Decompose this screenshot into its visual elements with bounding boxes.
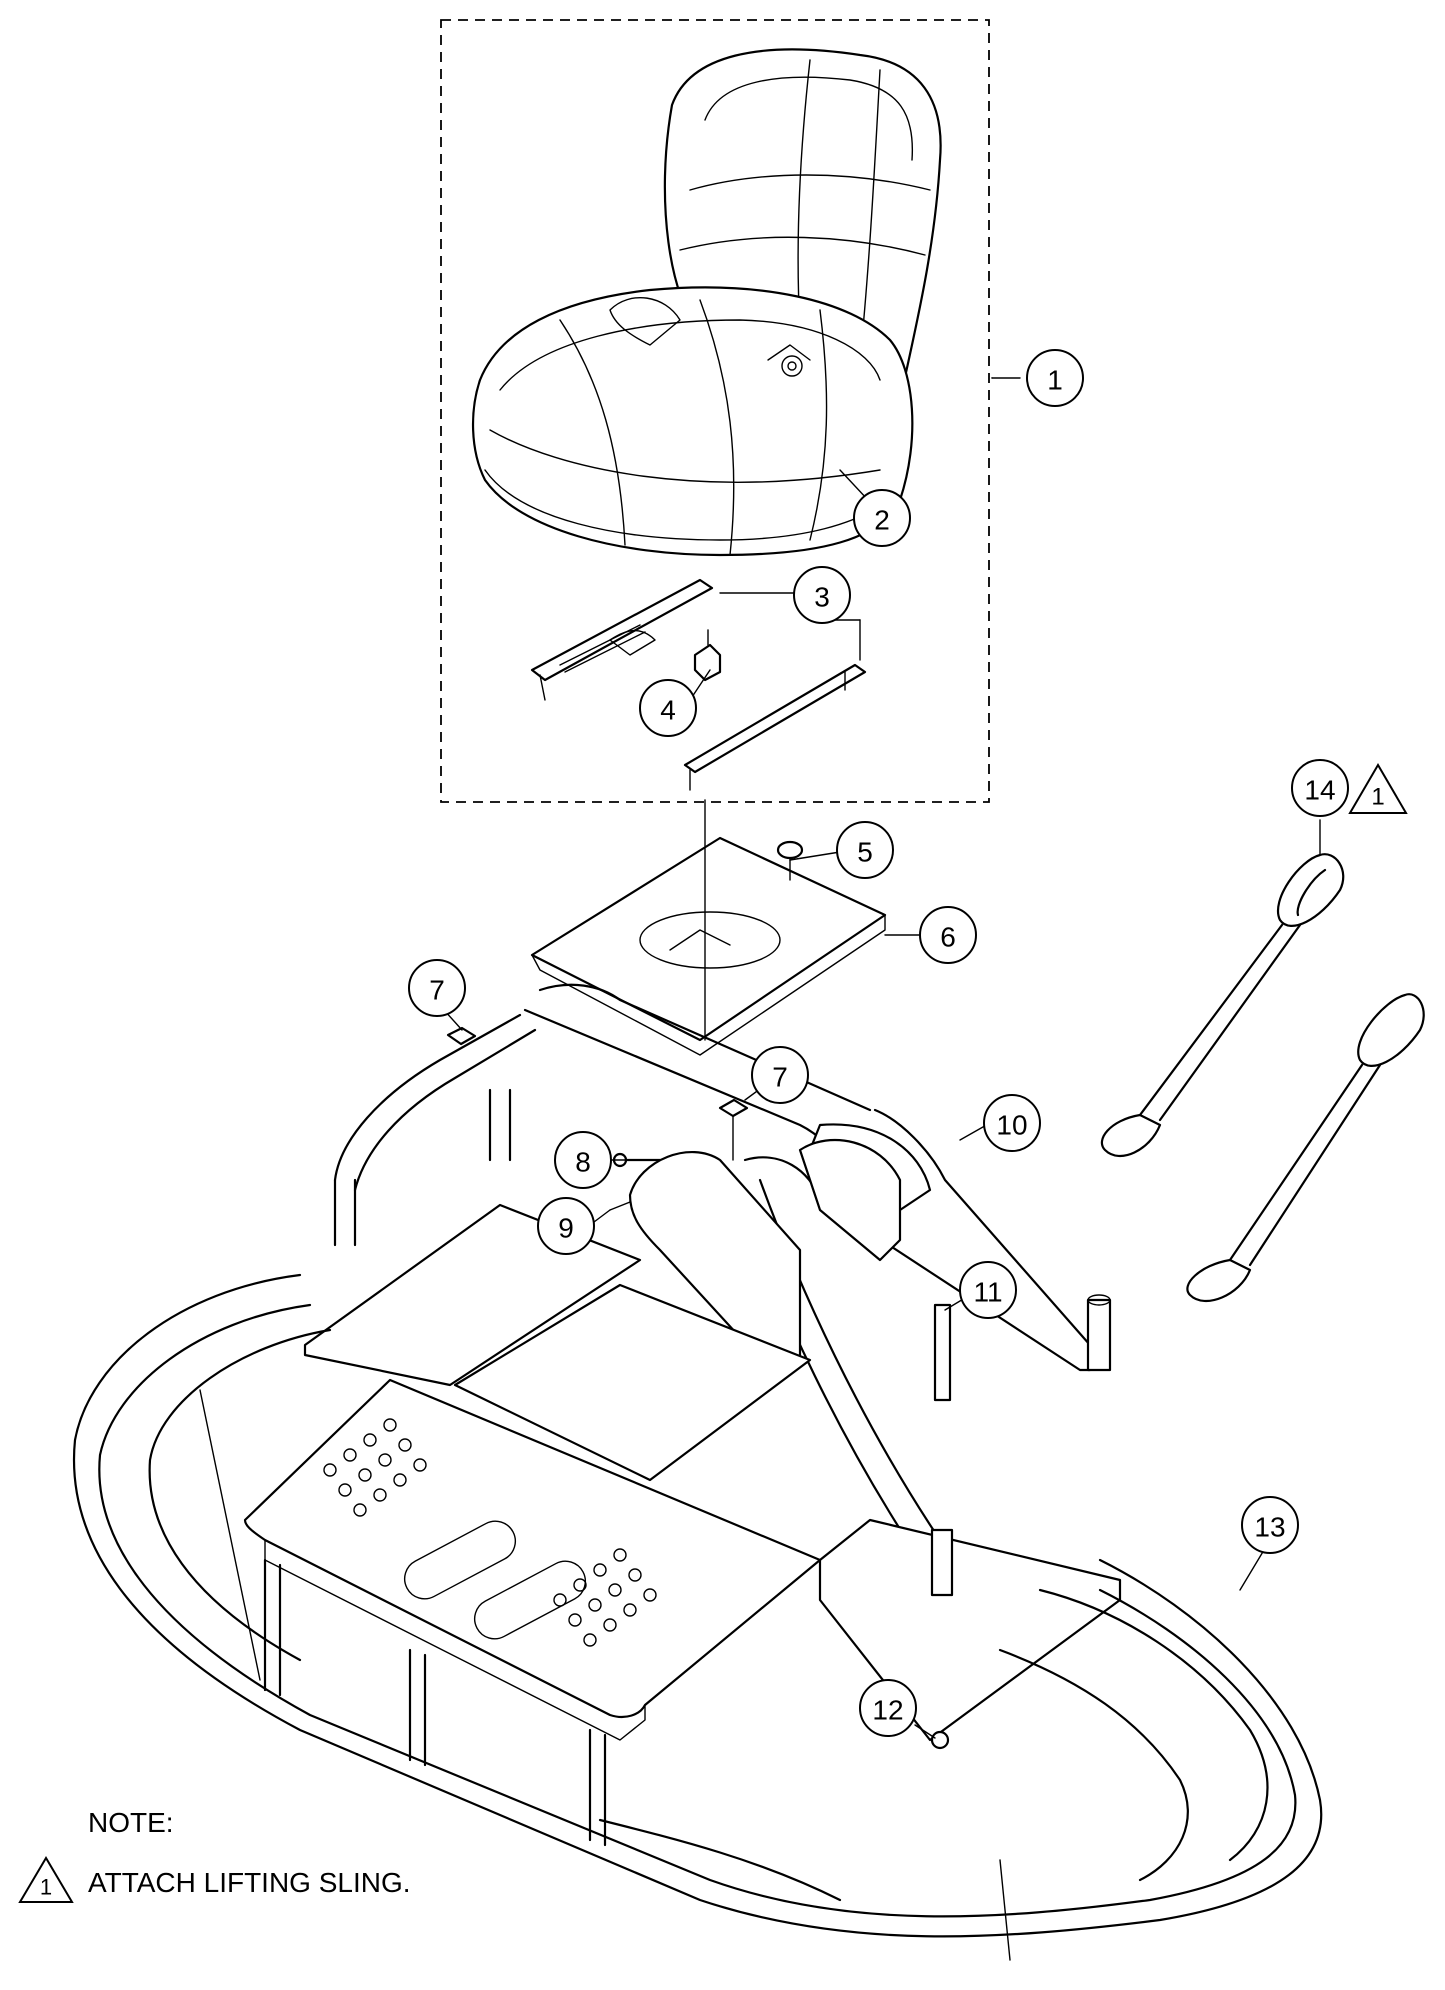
svg-text:3: 3 [814, 582, 830, 613]
seat-mount-plate [530, 799, 887, 1056]
svg-text:8: 8 [575, 1147, 591, 1178]
knob [776, 840, 804, 881]
svg-text:5: 5 [857, 837, 873, 868]
guard-ring [72, 1273, 1323, 1961]
callout-2: 2 [853, 489, 911, 547]
seat [471, 48, 942, 557]
callout-8: 8 [554, 1131, 612, 1189]
svg-text:7: 7 [772, 1062, 788, 1093]
note-text: ATTACH LIFTING SLING. [88, 1867, 411, 1898]
support-post [930, 1303, 954, 1597]
svg-text:12: 12 [872, 1695, 903, 1726]
svg-text:9: 9 [558, 1213, 574, 1244]
callout-7-left: 7 [408, 959, 466, 1017]
lifting-sling-2 [1186, 993, 1425, 1303]
svg-text:10: 10 [996, 1110, 1027, 1141]
seat-assembly-group [440, 19, 990, 803]
callout-9: 9 [537, 1197, 595, 1255]
nut [930, 1730, 950, 1750]
svg-text:2: 2 [874, 505, 890, 536]
svg-text:7: 7 [429, 975, 445, 1006]
note-symbol-triangle [18, 1856, 74, 1903]
callout-4: 4 [639, 679, 697, 737]
seat-rails [530, 578, 867, 791]
svg-text:13: 13 [1254, 1512, 1285, 1543]
clip-right [718, 1098, 749, 1161]
callout-12: 12 [859, 1679, 917, 1737]
callout-7-right: 7 [751, 1046, 809, 1104]
callout-1: 1 [1026, 349, 1084, 407]
clip-left [446, 1026, 477, 1046]
svg-text:4: 4 [660, 695, 676, 726]
svg-text:11: 11 [973, 1277, 1002, 1308]
lifting-sling-1 [1100, 853, 1345, 1158]
seat-latch [693, 629, 722, 682]
callout-14-flag: 1 [1348, 763, 1408, 814]
deck-legs [263, 1558, 607, 1847]
callout-13: 13 [1241, 1496, 1299, 1554]
note-heading: NOTE: [88, 1807, 174, 1838]
svg-text:1: 1 [1371, 784, 1384, 811]
callout-6: 6 [919, 906, 977, 964]
callout-3: 3 [793, 566, 851, 624]
callout-10: 10 [983, 1094, 1041, 1152]
note-symbol-number: 1 [40, 1875, 52, 1900]
foot-deck [243, 1378, 822, 1741]
svg-text:14: 14 [1304, 775, 1335, 806]
callout-5: 5 [836, 821, 894, 879]
svg-text:6: 6 [940, 922, 956, 953]
callout-14: 14 [1291, 759, 1349, 817]
svg-text:1: 1 [1047, 365, 1063, 396]
note-block: NOTE: 1 ATTACH LIFTING SLING. [18, 1807, 411, 1903]
callout-11: 11 [959, 1261, 1017, 1319]
